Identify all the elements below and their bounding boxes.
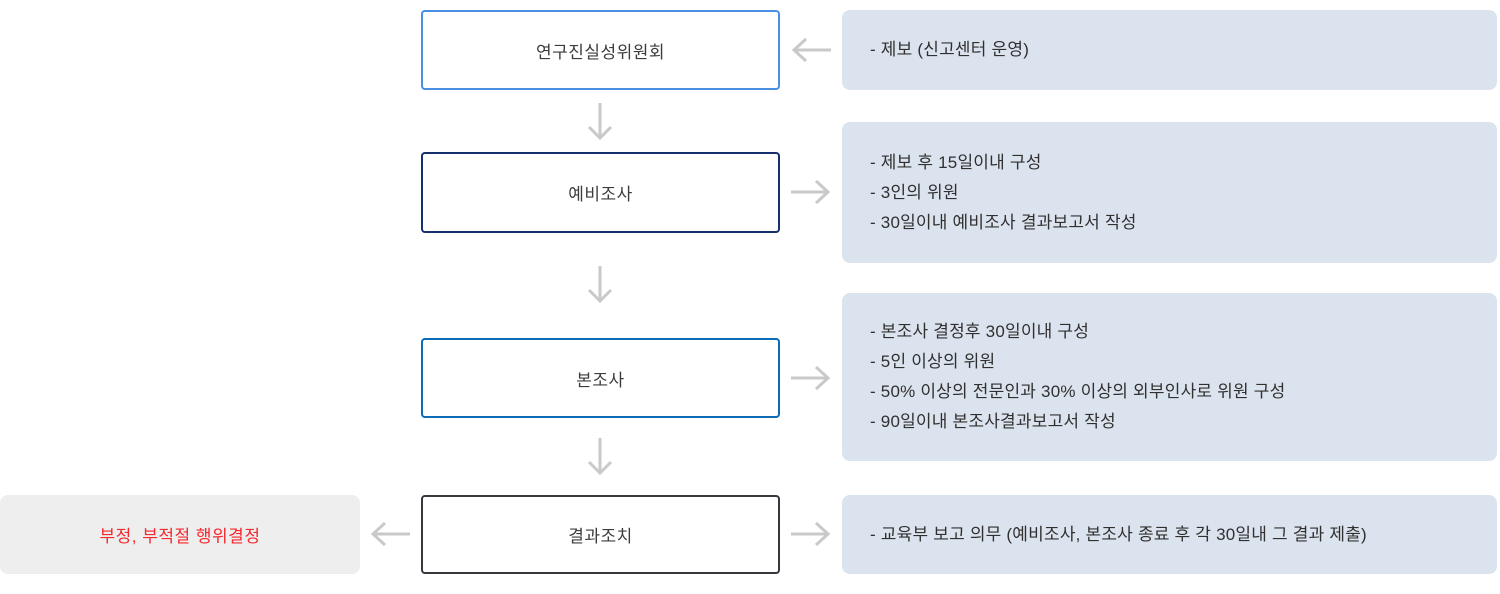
misconduct-decision-label: 부정, 부적절 행위결정 — [99, 527, 261, 546]
misconduct-decision-box: 부정, 부적절 행위결정 — [0, 495, 360, 574]
arrow-right-icon — [791, 365, 831, 391]
note-box-main: - 본조사 결정후 30일이내 구성 - 5인 이상의 위원 - 50% 이상의… — [842, 293, 1497, 461]
note-line: - 본조사 결정후 30일이내 구성 — [870, 322, 1090, 341]
note-box-preliminary: - 제보 후 15일이내 구성 - 3인의 위원 - 30일이내 예비조사 결과… — [842, 122, 1497, 263]
arrow-down-icon — [587, 103, 613, 141]
note-line: - 3인의 위원 — [870, 182, 959, 202]
note-box-report: - 제보 (신고센터 운영) — [842, 10, 1497, 90]
arrow-down-icon — [587, 266, 613, 304]
note-line: - 90일이내 본조사결과보고서 작성 — [870, 412, 1116, 431]
note-line: - 제보 (신고센터 운영) — [870, 40, 1030, 59]
note-line: - 제보 후 15일이내 구성 — [870, 152, 1042, 172]
flow-step-result-action: 결과조치 — [421, 495, 780, 574]
note-line: - 50% 이상의 전문인과 30% 이상의 외부인사로 위원 구성 — [870, 382, 1286, 401]
flow-step-preliminary-investigation: 예비조사 — [421, 152, 780, 233]
flow-step-main-label: 본조사 — [576, 370, 625, 390]
note-line: - 5인 이상의 위원 — [870, 352, 996, 371]
arrow-left-icon — [370, 521, 410, 547]
arrow-right-icon — [791, 521, 831, 547]
arrow-right-icon — [791, 179, 831, 205]
flow-step-result-label: 결과조치 — [568, 527, 633, 546]
note-line: - 30일이내 예비조사 결과보고서 작성 — [870, 212, 1137, 232]
arrow-down-icon — [587, 438, 613, 476]
flow-step-main-investigation: 본조사 — [421, 338, 780, 418]
arrow-left-icon — [791, 37, 831, 63]
note-box-result: - 교육부 보고 의무 (예비조사, 본조사 종료 후 각 30일내 그 결과 … — [842, 495, 1497, 574]
flow-step-preliminary-label: 예비조사 — [568, 185, 633, 204]
note-line: - 교육부 보고 의무 (예비조사, 본조사 종료 후 각 30일내 그 결과 … — [870, 524, 1367, 544]
flow-step-committee: 연구진실성위원회 — [421, 10, 780, 90]
flow-step-committee-label: 연구진실성위원회 — [535, 42, 666, 62]
